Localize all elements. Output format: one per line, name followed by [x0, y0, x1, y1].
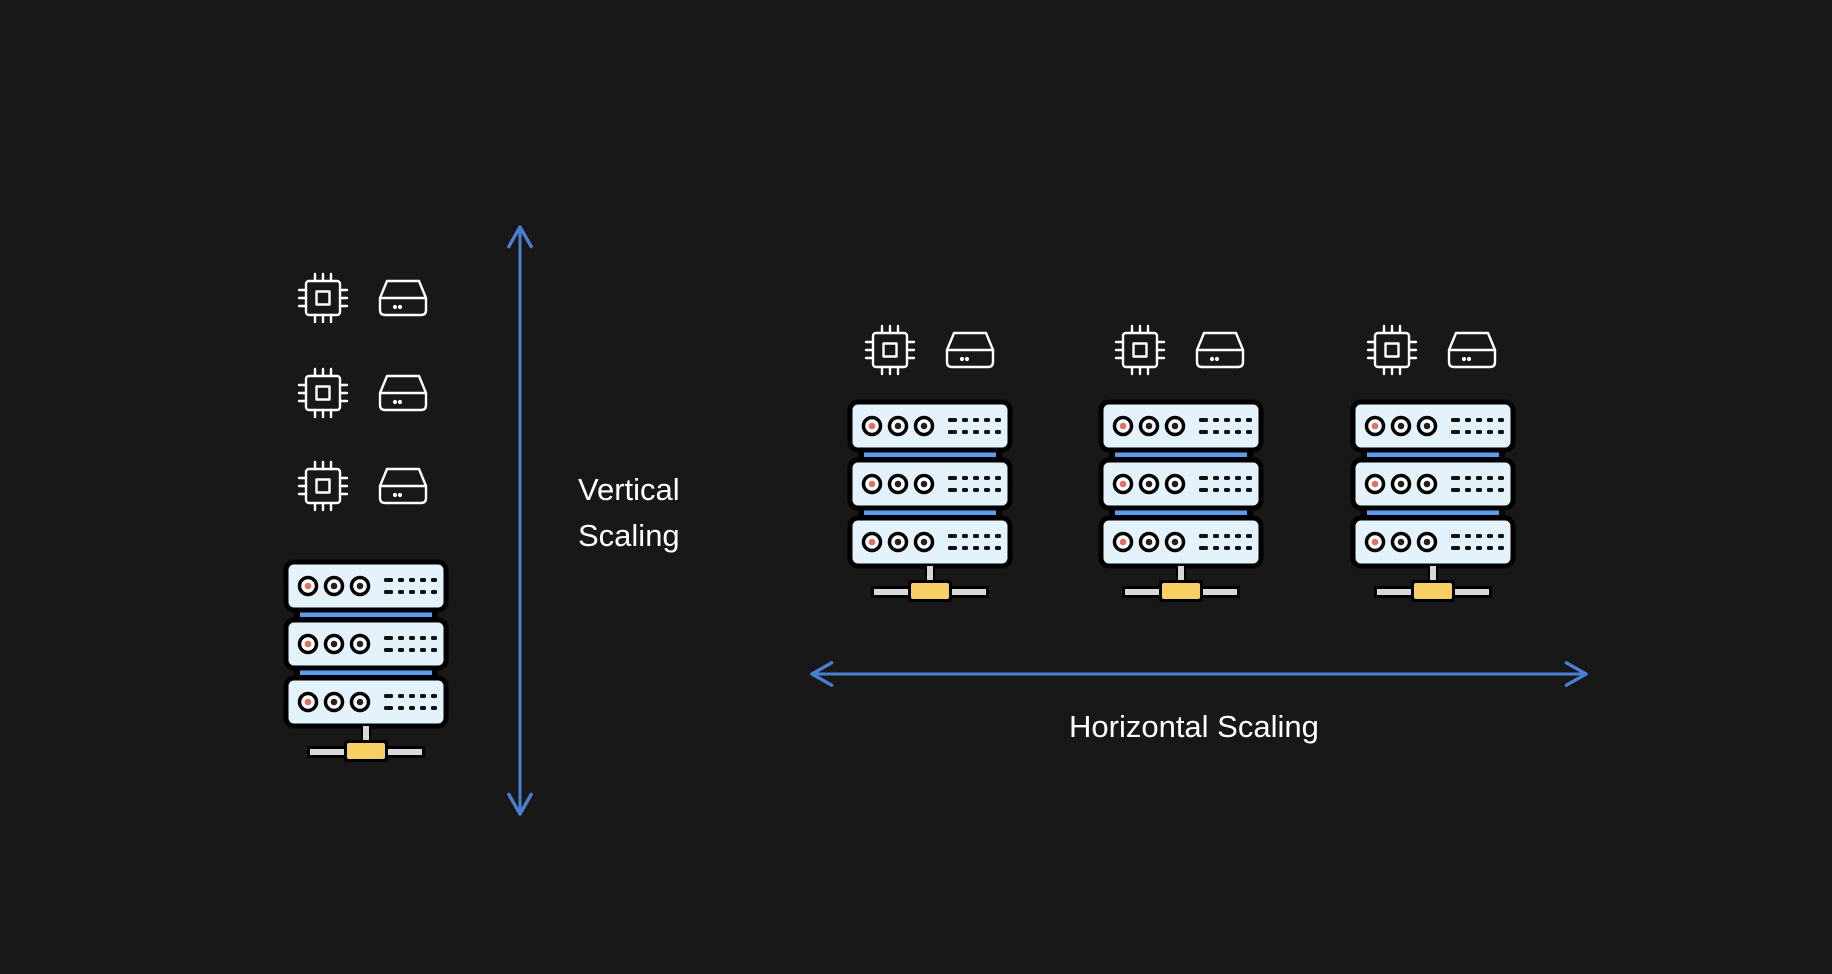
cpu-chip-icon	[297, 367, 349, 419]
horizontal-node-2	[1101, 324, 1261, 602]
hard-drive-icon	[1195, 331, 1245, 369]
horizontal-node-1	[850, 324, 1010, 602]
hard-drive-icon	[378, 467, 428, 505]
hard-drive-icon	[945, 331, 995, 369]
hard-drive-icon	[378, 279, 428, 317]
cpu-chip-icon	[1366, 324, 1418, 376]
cpu-chip-icon	[297, 272, 349, 324]
horizontal-node-3	[1353, 324, 1513, 602]
vertical-scaling-group: Vertical Scaling	[286, 225, 680, 816]
cpu-chip-icon	[1114, 324, 1166, 376]
horizontal-label: Horizontal Scaling	[1069, 709, 1319, 744]
vertical-label-line2: Scaling	[578, 518, 680, 553]
cpu-chip-icon	[864, 324, 916, 376]
hard-drive-icon	[378, 374, 428, 412]
server-rack-icon	[286, 562, 446, 762]
server-rack-icon	[1353, 402, 1513, 602]
vertical-resources	[297, 272, 428, 512]
cpu-chip-icon	[297, 460, 349, 512]
server-rack-icon	[850, 402, 1010, 602]
server-rack-icon	[1101, 402, 1261, 602]
hard-drive-icon	[1447, 331, 1497, 369]
horizontal-scaling-group: Horizontal Scaling	[810, 324, 1588, 744]
vertical-label-line1: Vertical	[578, 472, 680, 507]
